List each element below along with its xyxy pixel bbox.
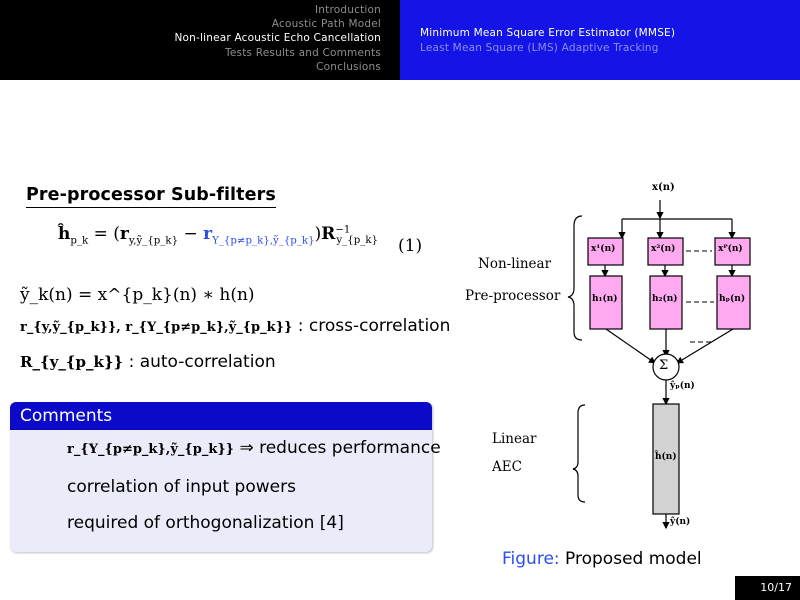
- arrow-to-sum-1: [605, 328, 656, 364]
- beamer-headline: Introduction Acoustic Path Model Non-lin…: [0, 0, 800, 80]
- figure-caption: Figure: Proposed model: [502, 549, 702, 569]
- comment-item: correlation of input powers: [67, 477, 296, 497]
- filter-block-p: [716, 275, 751, 330]
- comments-block-title: Comments: [10, 402, 432, 430]
- proposed-model-diagram: x(n) x¹(n) x²(n) xᴾ(n) h₁(n) h₂(n) hₚ(n)…: [440, 180, 800, 550]
- power-label-2: x²(n): [651, 244, 676, 254]
- section-conclusions[interactable]: Conclusions: [316, 60, 381, 73]
- eq-term2: r: [203, 224, 213, 244]
- comment-item: required of orthogonalization [4]: [67, 513, 344, 533]
- comment-item: r_{Y_{p≠p_k},ỹ_{p_k}} ⇒ reduces performa…: [67, 438, 441, 458]
- definition-cross-correlation: r_{y,ỹ_{p_k}}, r_{Y_{p≠p_k},ỹ_{p_k}} : c…: [20, 316, 450, 336]
- section-navigation: Introduction Acoustic Path Model Non-lin…: [0, 0, 400, 80]
- section-tests-results[interactable]: Tests Results and Comments: [225, 46, 381, 59]
- linear-brace: [572, 404, 586, 503]
- definition-text: : auto-correlation: [128, 352, 276, 372]
- section-introduction[interactable]: Introduction: [315, 4, 381, 16]
- eq-equals: = (: [88, 224, 120, 244]
- linear-label-line2: AEC: [492, 459, 522, 475]
- figure-caption-text: Proposed model: [565, 549, 702, 569]
- definition-convolution: ỹ_k(n) = x^{p_k}(n) ∗ h(n): [20, 285, 255, 305]
- subsection-lms[interactable]: Least Mean Square (LMS) Adaptive Trackin…: [420, 41, 659, 54]
- nonlinear-label-line2: Pre-processor: [465, 288, 561, 304]
- equation-number: (1): [398, 236, 423, 256]
- eq-rhs-sup: −1: [335, 224, 351, 236]
- subsection-navigation: Minimum Mean Square Error Estimator (MMS…: [400, 0, 800, 80]
- definition-math: r_{y,ỹ_{p_k}}, r_{Y_{p≠p_k},ỹ_{p_k}}: [20, 320, 293, 335]
- definition-auto-correlation: R_{y_{p_k}} : auto-correlation: [20, 352, 276, 372]
- power-block-1: [587, 237, 624, 266]
- power-label-p: xᴾ(n): [718, 244, 743, 254]
- comments-block-body: r_{Y_{p≠p_k},ỹ_{p_k}} ⇒ reduces performa…: [10, 430, 441, 552]
- eq-rhs: R: [321, 224, 336, 244]
- equation-1: ĥp_k = (ry,ỹ_{p_k} − rY_{p≠p_k},ỹ_{p_k})…: [58, 224, 378, 246]
- filter-label-1: h₁(n): [592, 294, 618, 304]
- arrow-to-sum-p: [675, 328, 734, 364]
- filter-label-p: hₚ(n): [719, 294, 746, 304]
- comment-text: ⇒ reduces performance: [239, 438, 441, 458]
- eq-lhs: ĥ: [58, 224, 71, 244]
- comment-math: r_{Y_{p≠p_k},ỹ_{p_k}}: [67, 442, 235, 457]
- figure-caption-prefix: Figure:: [502, 549, 560, 569]
- comments-block: Comments r_{Y_{p≠p_k},ỹ_{p_k}} ⇒ reduces…: [10, 402, 441, 552]
- section-acoustic-path-model[interactable]: Acoustic Path Model: [271, 18, 381, 31]
- frame-title: Pre-processor Sub-filters: [26, 185, 276, 208]
- diagram-svg: [567, 200, 751, 530]
- eq-lhs-sub: p_k: [70, 235, 89, 247]
- power-label-1: x¹(n): [591, 244, 616, 254]
- eq-rhs-sub: y_{p_k}: [336, 235, 378, 247]
- linear-label-line1: Linear: [492, 431, 537, 447]
- output-label: ŷ(n): [670, 517, 691, 527]
- eq-minus: −: [178, 224, 204, 244]
- sum-output-label: ŷₚ(n): [670, 381, 695, 391]
- subsection-list: Minimum Mean Square Error Estimator (MMS…: [420, 26, 675, 55]
- linear-block-label: ĥ(n): [655, 452, 677, 462]
- eq-term1: r: [119, 224, 129, 244]
- section-list: Introduction Acoustic Path Model Non-lin…: [175, 3, 382, 74]
- section-nonlinear-aec[interactable]: Non-linear Acoustic Echo Cancellation: [174, 32, 381, 45]
- nonlinear-label-line1: Non-linear: [478, 256, 552, 272]
- subsection-mmse[interactable]: Minimum Mean Square Error Estimator (MMS…: [420, 27, 676, 39]
- nonlinear-brace: [567, 215, 583, 341]
- eq-term1-sub: y,ỹ_{p_k}: [128, 235, 179, 247]
- page-number: 10/17: [735, 576, 800, 600]
- definition-math: R_{y_{p_k}}: [20, 353, 124, 371]
- eq-term2-sub: Y_{p≠p_k},ỹ_{p_k}: [212, 235, 315, 247]
- filter-label-2: h₂(n): [652, 294, 678, 304]
- linear-aec-block: [652, 403, 680, 515]
- definition-math: ỹ_k(n) = x^{p_k}(n) ∗ h(n): [20, 285, 255, 305]
- definition-text: : cross-correlation: [297, 316, 451, 336]
- eq-close: ): [314, 224, 322, 244]
- input-label: x(n): [652, 182, 675, 193]
- sum-symbol: Σ: [659, 358, 669, 373]
